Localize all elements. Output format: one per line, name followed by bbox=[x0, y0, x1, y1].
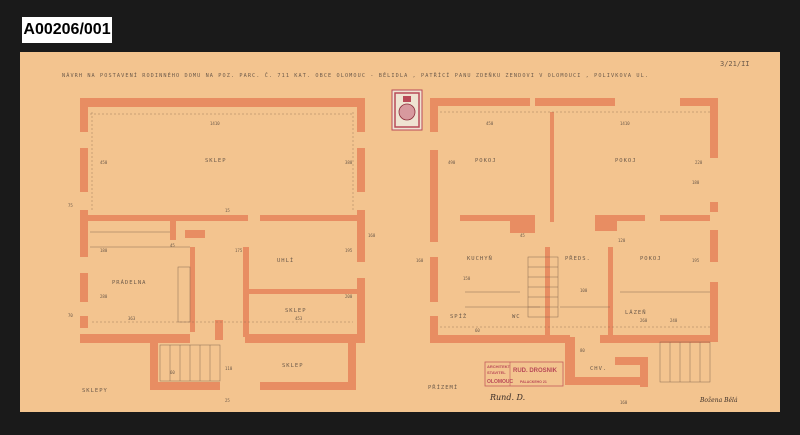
stamp-line-4: OLOMOUC bbox=[487, 379, 513, 385]
dim: 280 bbox=[100, 294, 108, 299]
dim: 195 bbox=[345, 248, 353, 253]
dim: 450 bbox=[100, 160, 108, 165]
dim: 1410 bbox=[210, 121, 220, 126]
stamp-line-2: STAVITEL bbox=[487, 370, 506, 375]
dim: 363 bbox=[128, 316, 136, 321]
stamp-line-3: RUD. DROSNIK bbox=[513, 368, 558, 374]
corner-note: 3/21/II bbox=[720, 60, 750, 68]
dim: 15 bbox=[225, 208, 230, 213]
dim: 45 bbox=[170, 243, 175, 248]
room-pradelna: PRÁDELNA bbox=[112, 279, 147, 286]
dim: 75 bbox=[68, 203, 73, 208]
dim: 450 bbox=[486, 121, 494, 126]
dim: 1410 bbox=[620, 121, 630, 126]
room-sklep-1: SKLEP bbox=[205, 158, 227, 164]
dim: 200 bbox=[345, 294, 353, 299]
dim: 180 bbox=[692, 180, 700, 185]
dim: 453 bbox=[295, 316, 303, 321]
right-plan: POKOJ POKOJ KUCHYŇ PŘEDS. POKOJ SPÍŽ WC … bbox=[416, 98, 720, 405]
left-plan-title: SKLEPY bbox=[82, 388, 108, 394]
room-pokoj-2: POKOJ bbox=[615, 158, 637, 164]
architect-stamp: ARCHITEKT STAVITEL RUD. DROSNIK OLOMOUC … bbox=[484, 361, 564, 387]
dim: 220 bbox=[695, 160, 703, 165]
room-pokoj-3: POKOJ bbox=[640, 256, 662, 262]
dim: 380 bbox=[345, 160, 353, 165]
stamp-line-5: PALACKEHO 21 bbox=[520, 380, 547, 384]
room-sklep-2: SKLEP bbox=[285, 308, 307, 314]
left-stairs bbox=[159, 266, 221, 382]
right-plan-title: PŘÍZEMÍ bbox=[428, 383, 458, 391]
owner-signature: Božena Bělá bbox=[699, 397, 738, 404]
room-wc: WC bbox=[512, 314, 521, 320]
room-uhli: UHLÍ bbox=[277, 256, 294, 264]
dim: 60 bbox=[170, 370, 175, 375]
room-lazen: LÁZEŇ bbox=[625, 309, 647, 316]
revenue-stamp bbox=[391, 89, 423, 131]
dim: 80 bbox=[580, 348, 585, 353]
right-stairs bbox=[527, 256, 711, 383]
dim: 175 bbox=[235, 248, 243, 253]
dim: 70 bbox=[68, 313, 73, 318]
room-spiz: SPÍŽ bbox=[450, 312, 467, 320]
dim: 195 bbox=[692, 258, 700, 263]
drawing-sheet: NÁVRH NA POSTAVENÍ RODINNÉHO DOMU NA POZ… bbox=[20, 52, 780, 412]
room-chv: CHV. bbox=[590, 366, 607, 372]
room-kuchyn: KUCHYŇ bbox=[467, 255, 493, 262]
dim: 160 bbox=[368, 233, 376, 238]
architect-signature: Rund. D. bbox=[489, 393, 525, 402]
floor-plan-drawing: NÁVRH NA POSTAVENÍ RODINNÉHO DOMU NA POZ… bbox=[62, 60, 750, 405]
dim: 160 bbox=[620, 400, 628, 405]
dim: 240 bbox=[670, 318, 678, 323]
dim: 150 bbox=[463, 276, 471, 281]
left-plan: SKLEP PRÁDELNA UHLÍ SKLEP SKLEP 1410 450… bbox=[68, 98, 376, 403]
dim: 110 bbox=[225, 366, 233, 371]
dim: 120 bbox=[618, 238, 626, 243]
room-sklep-3: SKLEP bbox=[282, 363, 304, 369]
room-pokoj-1: POKOJ bbox=[475, 158, 497, 164]
room-predsin: PŘEDS. bbox=[565, 254, 591, 262]
dim: 490 bbox=[448, 160, 456, 165]
stamp-line-1: ARCHITEKT bbox=[487, 364, 511, 369]
dim: 45 bbox=[520, 233, 525, 238]
dim: 60 bbox=[475, 328, 480, 333]
dim: 180 bbox=[100, 248, 108, 253]
archive-id-label: A00206/001 bbox=[22, 17, 112, 43]
dim: 160 bbox=[416, 258, 424, 263]
dim: 260 bbox=[640, 318, 648, 323]
dim: 25 bbox=[225, 398, 230, 403]
sheet-header: NÁVRH NA POSTAVENÍ RODINNÉHO DOMU NA POZ… bbox=[62, 71, 649, 79]
dim: 100 bbox=[580, 288, 588, 293]
